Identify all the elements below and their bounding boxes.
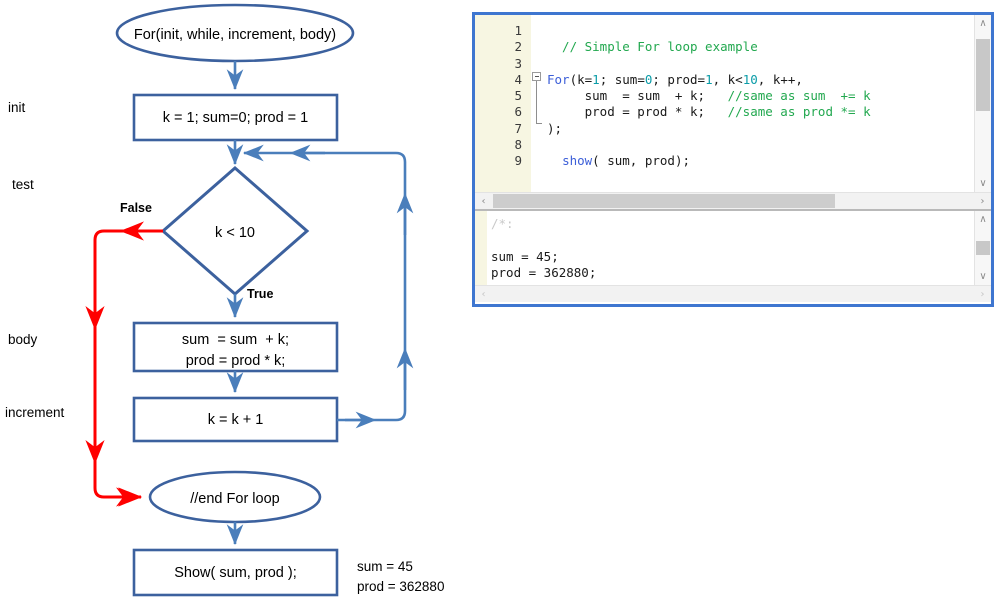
line-number: 2 [514, 39, 522, 55]
code-horizontal-scrollbar[interactable]: ‹ › [475, 192, 991, 209]
line-number: 9 [514, 153, 522, 169]
code-line: show( sum, prod); [547, 153, 991, 169]
code-token-kw: For [547, 71, 570, 87]
output-line: prod = 362880; [491, 264, 597, 280]
scroll-up-arrow-icon[interactable]: ∧ [979, 18, 987, 29]
code-line [547, 56, 991, 72]
output-text-area: /*: sum = 45; prod = 362880; [487, 211, 991, 285]
line-number: 5 [514, 88, 522, 104]
result-note: sum = 45 prod = 362880 [357, 559, 445, 595]
code-token-fn: show [562, 153, 593, 169]
line-number-gutter: 1 2 3 4 5 6 7 8 9 [475, 15, 531, 192]
line-number: 3 [514, 55, 522, 71]
code-token-pl: sum = sum + k; [547, 88, 728, 104]
output-scroll-left-arrow-icon[interactable]: ‹ [481, 289, 486, 300]
code-token-pl: ); [547, 120, 563, 136]
branch-label-false: False [120, 201, 152, 215]
code-vertical-scrollbar[interactable]: ∧ ∨ [974, 15, 991, 192]
scroll-right-arrow-icon[interactable]: › [980, 196, 985, 207]
code-token-pl: prod = prod * k; [547, 104, 728, 120]
code-line: prod = prod * k; //same as prod *= k [547, 104, 991, 120]
node-start-ellipse [115, 3, 355, 63]
output-scroll-down-arrow-icon[interactable]: ∨ [979, 271, 987, 282]
code-token-pl: (k= [569, 71, 593, 87]
output-vertical-scroll-thumb[interactable] [976, 241, 990, 255]
line-number: 8 [514, 137, 522, 153]
code-folding-column[interactable] [531, 15, 547, 192]
line-number: 1 [514, 23, 522, 38]
code-editor-body[interactable]: 1 2 3 4 5 6 7 8 9 // Simple For loop exa… [475, 15, 991, 192]
output-horizontal-scrollbar[interactable]: ‹ › [475, 285, 991, 302]
line-number: 7 [514, 120, 522, 136]
code-token-pl: ; prod= [652, 71, 706, 87]
node-init-box [132, 93, 339, 142]
stage-label-increment: increment [5, 405, 65, 420]
fold-bracket-line [536, 81, 537, 124]
vertical-scroll-thumb[interactable] [976, 39, 990, 111]
collapse-block-icon[interactable] [532, 72, 541, 81]
output-pane: /*: sum = 45; prod = 362880; ∧ ∨ ‹ › [475, 211, 991, 302]
code-line: sum = sum + k; //same as sum += k [547, 88, 991, 104]
stage-label-body: body [8, 332, 38, 347]
node-end-loop-ellipse [148, 470, 322, 524]
code-token-pl: , k++, [757, 71, 803, 87]
code-editor-pane: 1 2 3 4 5 6 7 8 9 // Simple For loop exa… [475, 15, 991, 211]
scroll-down-arrow-icon[interactable]: ∨ [979, 178, 987, 189]
output-scroll-right-arrow-icon[interactable]: › [980, 289, 985, 300]
node-show-box [132, 548, 339, 597]
output-line: sum = 45; [491, 248, 559, 264]
code-editor-window: 1 2 3 4 5 6 7 8 9 // Simple For loop exa… [472, 12, 994, 307]
output-vertical-scrollbar[interactable]: ∧ ∨ [974, 211, 991, 285]
code-text-area[interactable]: // Simple For loop example For(k=1; sum=… [547, 15, 991, 192]
node-increment-box [132, 396, 339, 443]
horizontal-scroll-thumb[interactable] [493, 194, 835, 208]
code-token-num: 10 [742, 71, 758, 87]
node-test-diamond [160, 166, 310, 296]
edge-test-false-to-endloop [93, 229, 163, 507]
flowchart-canvas [85, 3, 414, 597]
code-token-num: 0 [644, 71, 653, 87]
code-line [547, 137, 991, 153]
code-line [547, 23, 991, 39]
code-token-cmt: // Simple For loop example [547, 39, 758, 55]
output-body[interactable]: /*: sum = 45; prod = 362880; ∧ ∨ [475, 211, 991, 285]
stage-label-test: test [12, 177, 34, 192]
branch-label-true: True [247, 287, 274, 301]
line-number: 4 [514, 71, 522, 87]
code-line: // Simple For loop example [547, 39, 991, 55]
code-line: For(k=1; sum=0; prod=1, k<10, k++, [547, 72, 991, 88]
code-token-cmt: //same as prod *= k [727, 104, 871, 120]
code-token-pl: ( sum, prod); [592, 153, 691, 169]
code-token-pl: ; sum= [599, 71, 645, 87]
output-gutter [475, 211, 487, 285]
code-token-cmt: //same as sum += k [727, 88, 871, 104]
output-scroll-up-arrow-icon[interactable]: ∧ [979, 214, 987, 225]
scroll-left-arrow-icon[interactable]: ‹ [481, 196, 486, 207]
edge-loopback-to-test [242, 144, 407, 422]
code-line: ); [547, 121, 991, 137]
code-token-num: 1 [705, 71, 713, 87]
output-marker: /*: [491, 216, 514, 231]
line-number: 6 [514, 104, 522, 120]
code-token-pl [547, 153, 562, 168]
stage-label-init: init [8, 100, 26, 115]
code-token-num: 1 [592, 71, 600, 87]
fold-bracket-foot [536, 123, 542, 124]
code-token-pl: , k< [712, 71, 743, 87]
node-body-box [132, 321, 339, 373]
